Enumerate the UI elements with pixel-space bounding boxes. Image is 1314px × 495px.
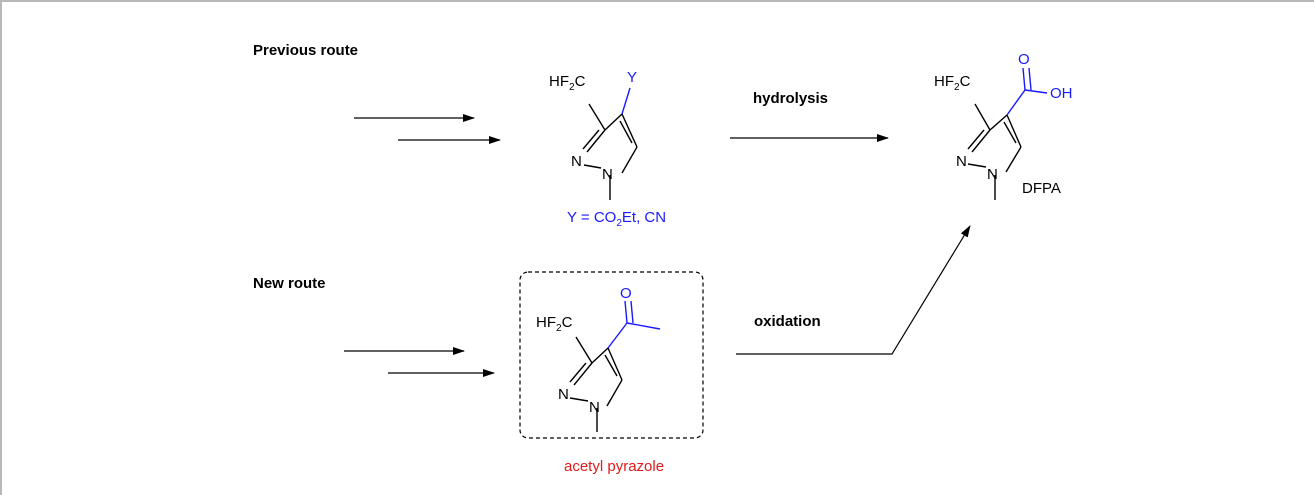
atom-n1-acetyl: N: [589, 399, 600, 416]
y-definition: Y = CO2Et, CN: [567, 209, 666, 229]
oxidation-arrow: [736, 225, 971, 355]
hf2c-group-acetyl: HF2C: [536, 314, 573, 334]
oxidation-label: oxidation: [754, 313, 821, 330]
acetyl-pyrazole-box: [519, 271, 704, 439]
pyrazole-intermediate: HF2C N N Y: [549, 69, 638, 200]
previous-route-label: Previous route: [253, 42, 358, 59]
atom-n2: N: [571, 153, 582, 170]
atom-oh: OH: [1050, 85, 1073, 102]
hydrolysis-label: hydrolysis: [753, 90, 828, 107]
atom-o-carbonyl: O: [1018, 51, 1030, 68]
hf2c-group: HF2C: [549, 73, 586, 93]
atom-n2-dfpa: N: [956, 153, 967, 170]
atom-y: Y: [627, 69, 637, 86]
atom-n2-acetyl: N: [558, 386, 569, 403]
atom-n1: N: [602, 166, 613, 183]
acetyl-pyrazole-label: acetyl pyrazole: [564, 458, 664, 475]
dfpa-structure: HF2C N N O OH: [934, 51, 1073, 200]
atom-o-acetyl: O: [620, 285, 632, 302]
hf2c-group-dfpa: HF2C: [934, 73, 971, 93]
acetyl-pyrazole-structure: HF2C N N O: [536, 285, 661, 432]
atom-n1-dfpa: N: [987, 166, 998, 183]
new-route-label: New route: [253, 275, 326, 292]
dfpa-label: DFPA: [1022, 180, 1061, 197]
